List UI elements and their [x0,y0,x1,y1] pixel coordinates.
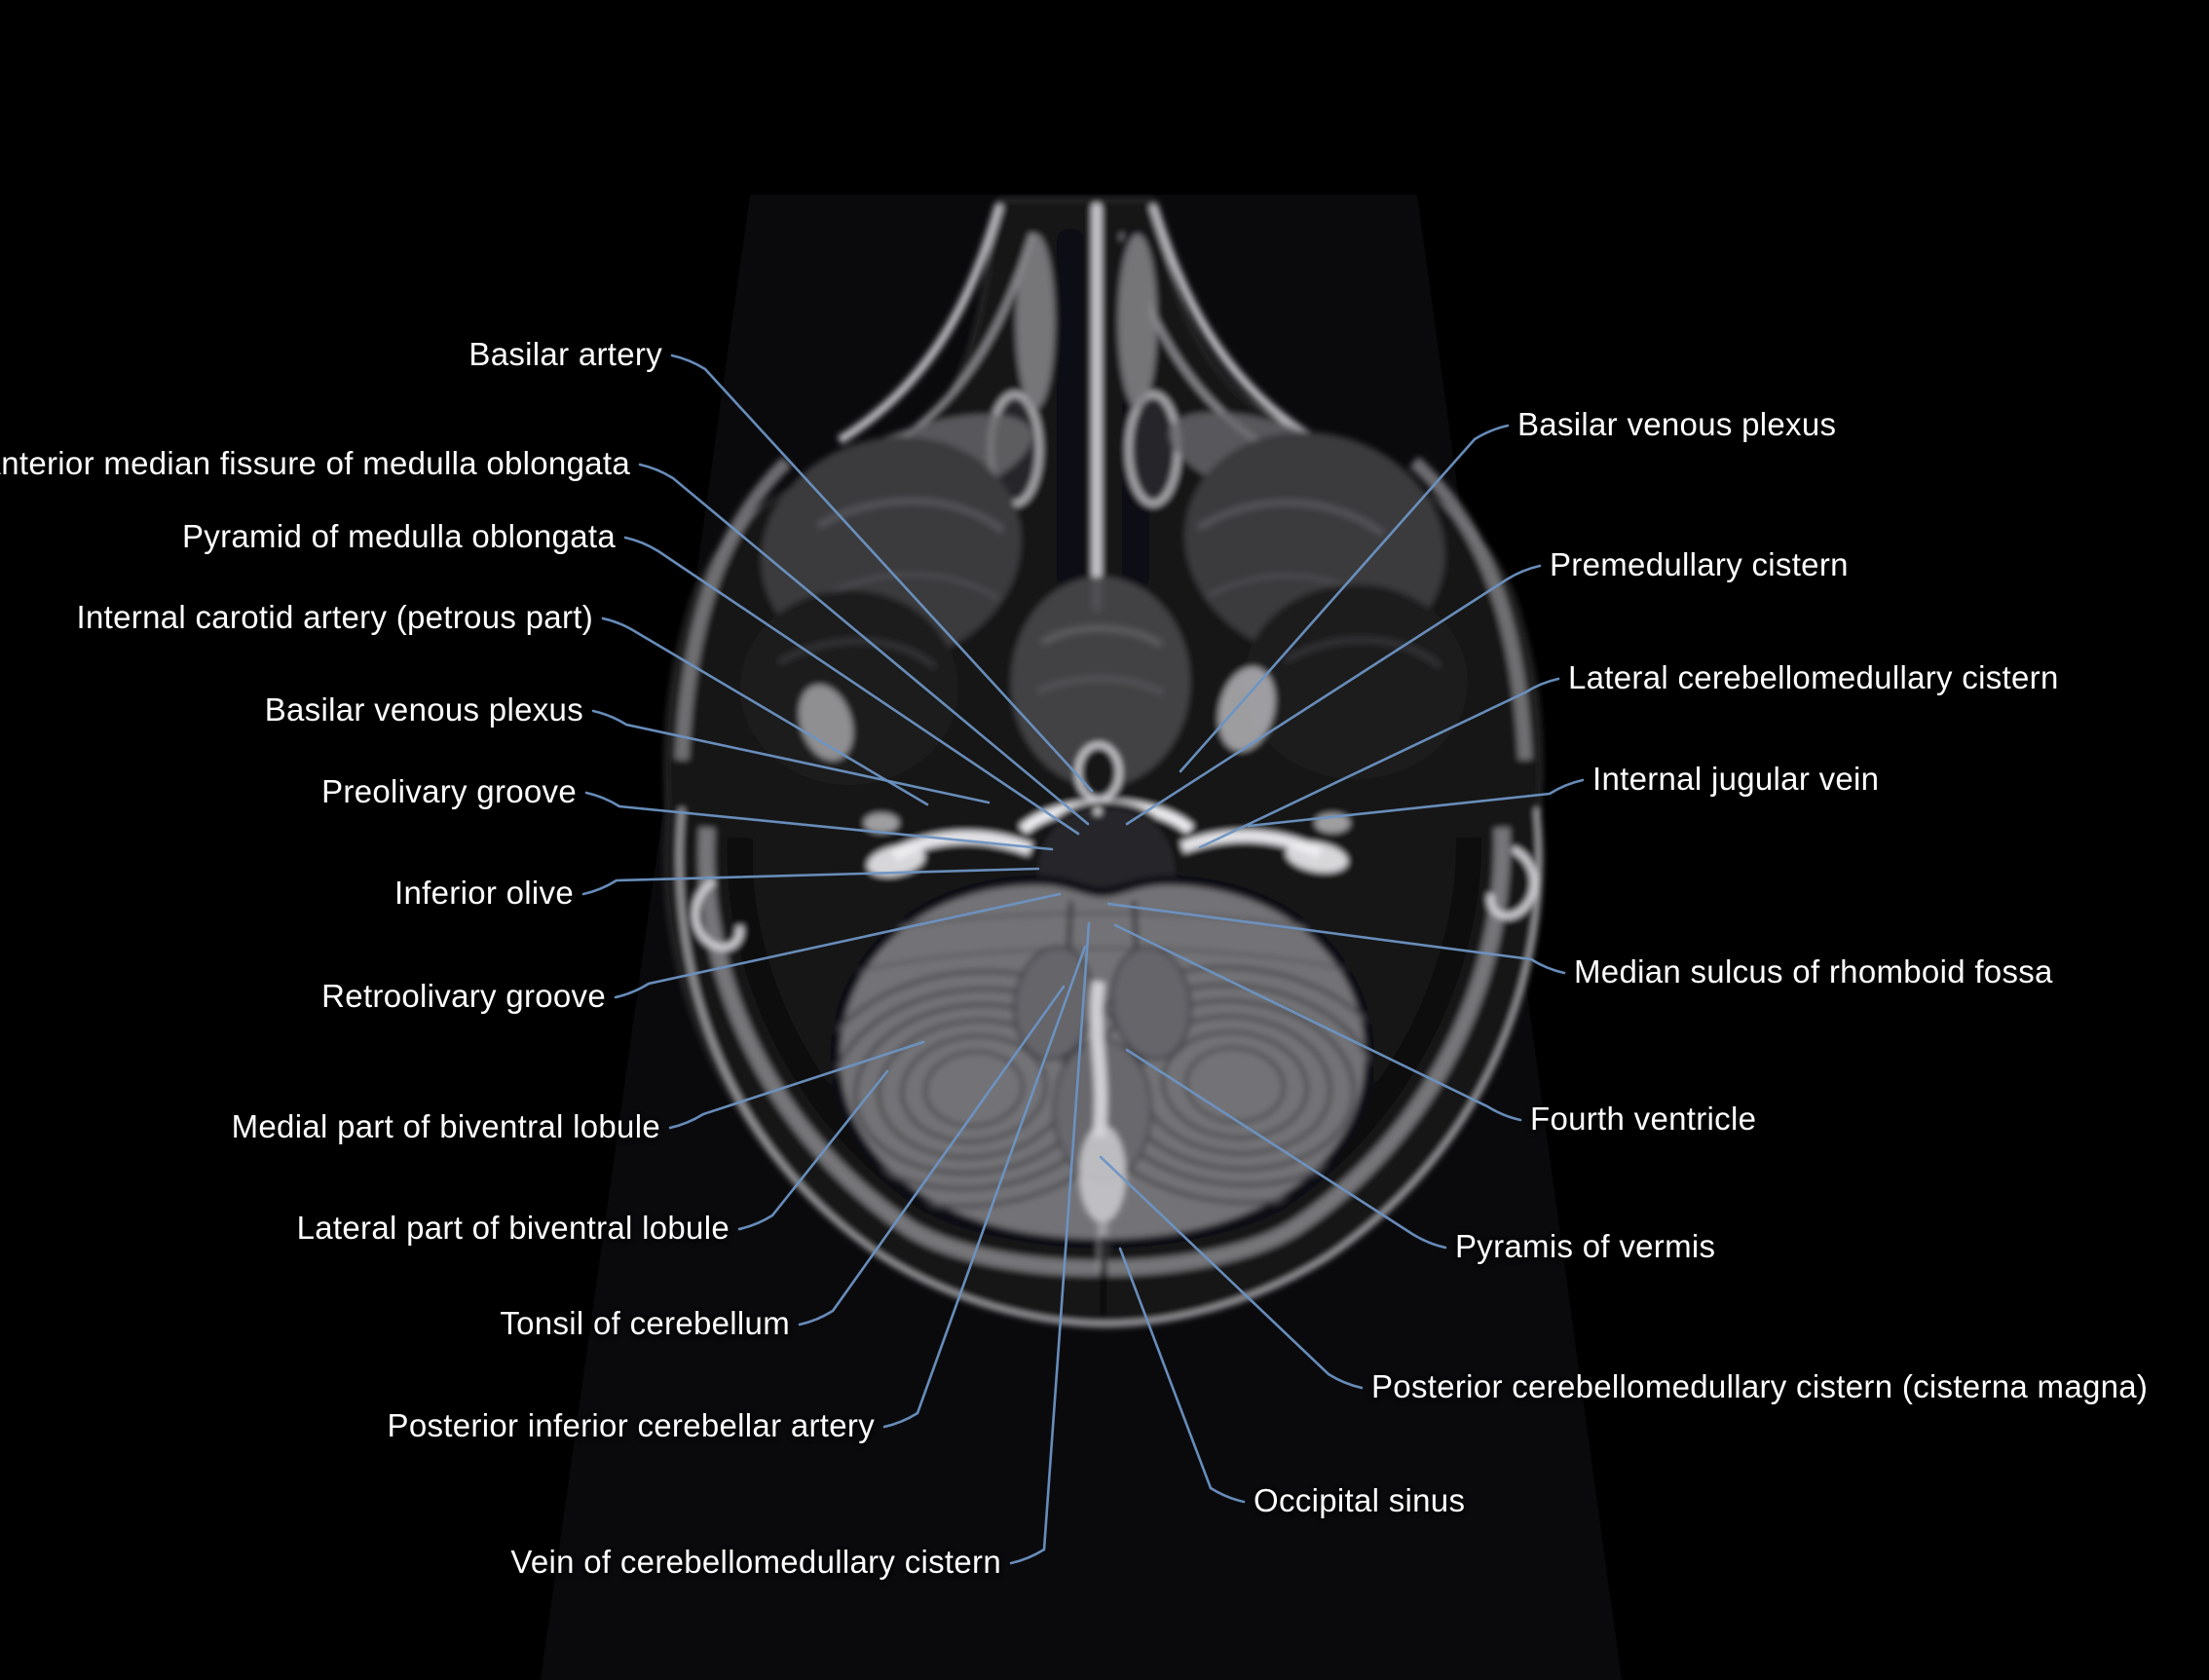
leader-line-anterior-median-fissure-of-medulla-oblongata [638,463,1090,826]
right-cerebellar-tonsil [1110,945,1192,1062]
leader-line-tonsil-of-cerebellum [798,985,1066,1326]
leader-line-premedullary-cistern [1125,564,1542,826]
leader-line-medial-part-of-biventral-lobule [668,1040,925,1130]
leader-line-internal-carotid-artery-petrous-part [601,616,929,806]
basilar-artery-dot [1094,807,1102,815]
leader-line-median-sulcus-of-rhomboid-fossa [1106,902,1566,975]
leader-line-pyramis-of-vermis [1125,1048,1447,1250]
left-ear [692,877,743,952]
leader-line-preolivary-groove [584,791,1054,851]
leader-line-pyramid-of-medulla-oblongata [623,536,1080,836]
leader-line-retroolivary-groove [614,892,1062,999]
leader-line-basilar-venous-plexus [591,709,991,804]
leader-line-posterior-inferior-cerebellar-artery [882,945,1087,1429]
leader-line-posterior-cerebellomedullary-cistern-cisterna-magna [1099,1155,1364,1390]
csf-cisterns [864,800,1350,877]
leader-line-vein-of-cerebellomedullary-cistern [1009,921,1091,1565]
right-ear [1487,845,1538,919]
leader-line-basilar-venous-plexus [1179,424,1510,773]
leader-line-internal-jugular-vein [1247,778,1585,828]
leader-line-occipital-sinus [1118,1247,1246,1504]
leader-line-fourth-ventricle [1113,923,1522,1122]
temporal-fossae [740,584,1468,785]
posterior-midline-csf [1079,981,1126,1317]
scalp-outline [677,807,1542,1327]
clivus-region [1011,577,1190,787]
leader-line-lateral-part-of-biventral-lobule [737,1069,889,1231]
leader-line-inferior-olive [581,867,1040,896]
leader-line-basilar-artery [670,354,1094,793]
left-temporalis [675,456,792,761]
head-anatomy [663,198,1544,1327]
right-temporalis [1409,456,1532,761]
leader-line-lateral-cerebellomedullary-cistern [1198,677,1560,849]
